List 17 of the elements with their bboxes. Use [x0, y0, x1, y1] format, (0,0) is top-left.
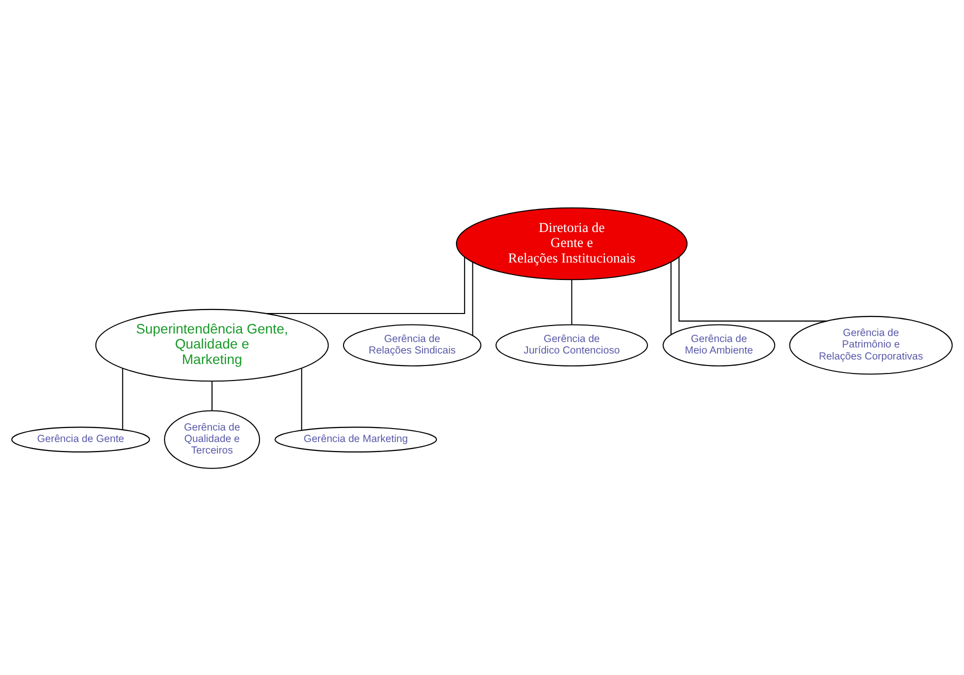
node-ellipse: Superintendência Gente, Qualidade e Marketing — [95, 308, 329, 382]
node-ellipse: Diretoria de Gente e Relações Institucionais — [456, 206, 688, 280]
connector — [678, 256, 828, 322]
connector — [266, 256, 466, 314]
node-ellipse: Gerência de Qualidade e Terceiros — [164, 410, 260, 468]
connector — [571, 279, 572, 324]
node-ellipse: Gerência de Meio Ambiente — [662, 324, 776, 366]
node-ellipse: Gerência de Patrimônio e Relações Corporativas — [789, 315, 953, 374]
node-ellipse: Gerência de Marketing — [274, 426, 438, 452]
connector — [301, 368, 302, 430]
node-ellipse: Gerência de Jurídico Contencioso — [496, 324, 648, 366]
node-ellipse: Gerência de Gente — [11, 426, 150, 452]
node-ellipse: Gerência de Relações Sindicais — [342, 324, 482, 366]
connector — [472, 262, 474, 336]
connector — [122, 368, 124, 430]
connector — [670, 262, 672, 334]
connector — [212, 380, 213, 410]
